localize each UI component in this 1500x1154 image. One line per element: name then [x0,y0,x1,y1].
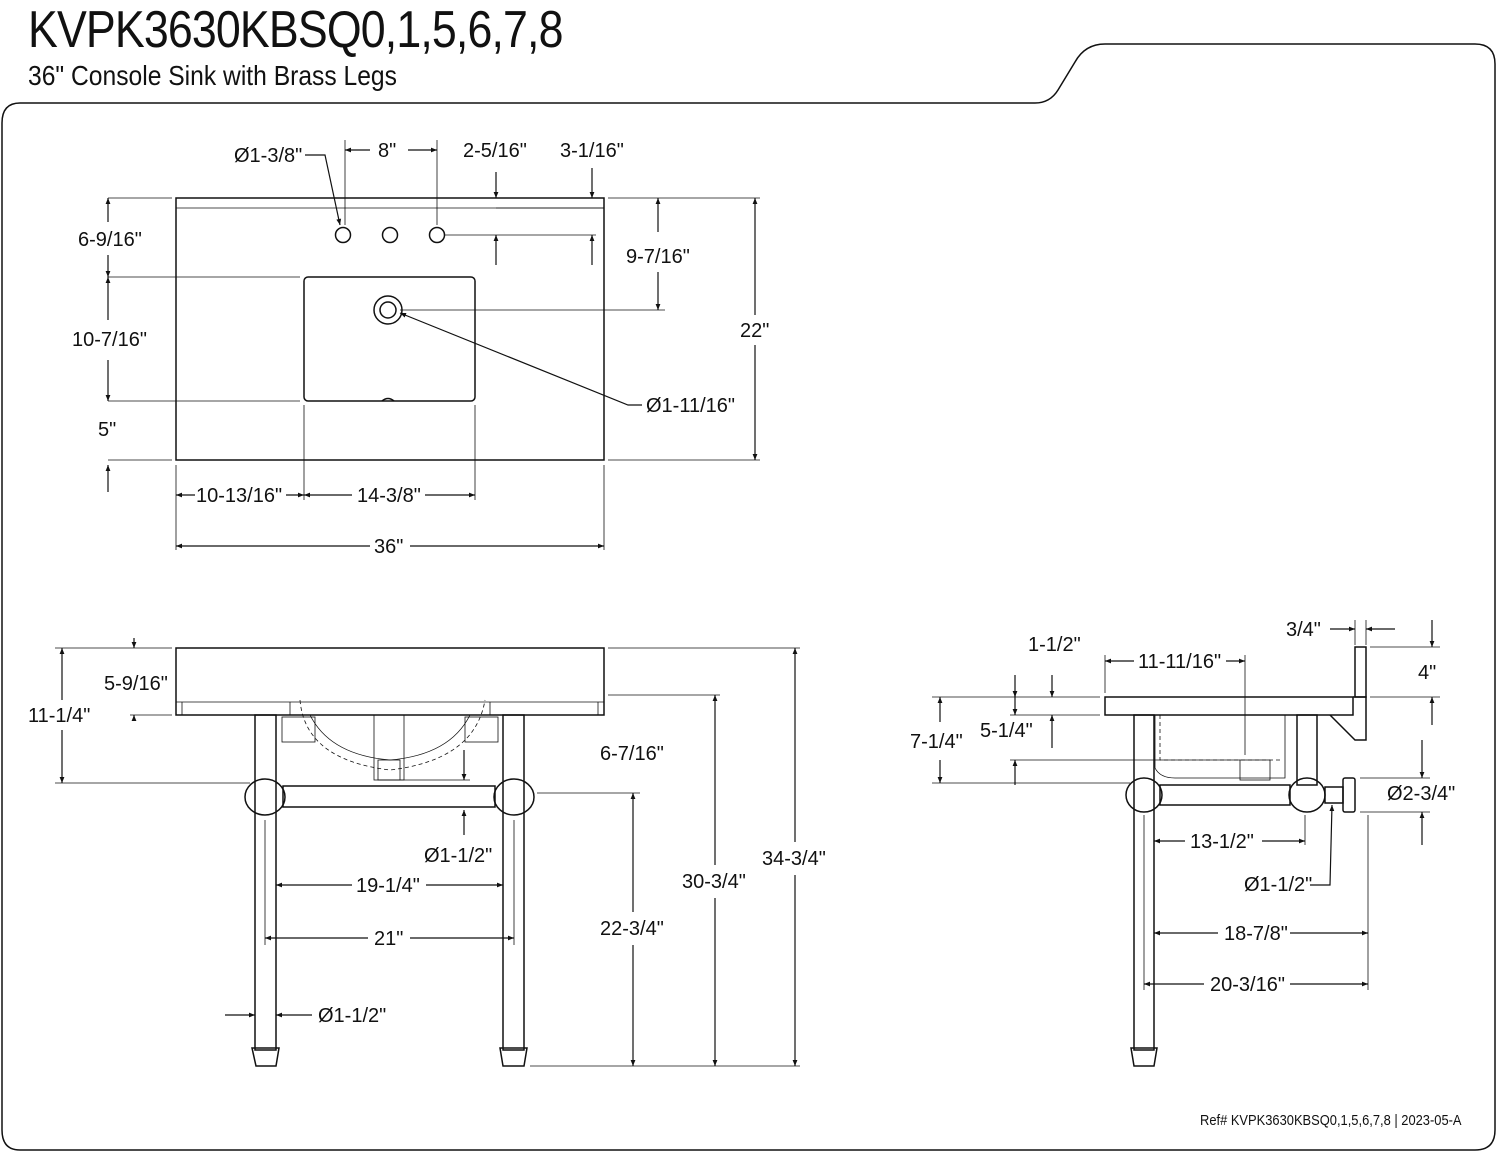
bracket-left [281,716,316,743]
wall-arm [1324,786,1344,804]
dim-overall-depth-side: 20-3/16" [1210,974,1285,996]
dim-backsplash-thickness: 3/4" [1286,619,1321,641]
front-crossbar [282,785,496,808]
dim-hole-diameter: Ø1-3/8" [234,145,302,167]
drain-outer [373,295,403,325]
dim-overall-depth: 22" [740,320,769,342]
faucet-hole-left [334,226,352,244]
dim-leg-outer-span: 21" [374,928,403,950]
counter-front [175,647,605,716]
product-title: KVPK3630KBSQ0,1,5,6,7,8 [28,1,563,59]
dim-counter-underside-height: 30-3/4" [682,871,746,893]
dim-drain-diameter: Ø1-11/16" [646,395,735,417]
dim-bar-length: 13-1/2" [1190,831,1254,853]
dim-bar-diameter-side: Ø1-1/2" [1244,874,1312,896]
side-crossbar [1159,784,1291,806]
dim-bowl-depth-from-back: 11-11/16" [1138,651,1221,673]
product-subtitle: 36" Console Sink with Brass Legs [28,60,397,91]
top-view: 8" Ø1-3/8" 2-5/16" 3-1/16" 6-9/16" 10-7/… [72,140,769,558]
dim-front-to-bowl: 5" [98,419,116,441]
dim-flange-diameter: Ø2-3/4" [1387,783,1455,805]
dim-back-to-holes: 2-5/16" [463,140,527,162]
bracket-right [464,716,499,743]
dim-left-to-bowl: 10-13/16" [196,485,282,507]
dim-back-to-drain: 9-7/16" [626,246,690,268]
front-leg-left [254,714,277,1051]
dim-back-to-bowl: 6-9/16" [78,229,142,251]
dim-overall-height: 34-3/4" [762,848,826,870]
side-view: 3/4" 1-1/2" 11-11/16" 4" 7-1/4" 5-1/4" Ø… [910,619,1455,1067]
dim-bar-height: 22-3/4" [600,918,664,940]
wall-flange [1342,777,1356,813]
counter-side [1104,696,1354,716]
faucet-hole-right [428,226,446,244]
counter-outline-top [175,197,605,461]
drain-pipe [373,714,405,781]
dim-drain-height: 7-1/4" [910,731,963,753]
drawing-frame [1,43,1496,1151]
dim-hole-spacing: 8" [378,140,396,162]
drain-side [1239,759,1271,781]
dim-backsplash-height: 4" [1418,662,1436,684]
dim-bowl-to-bar: 6-7/16" [600,743,664,765]
dim-bowl-depth: 10-7/16" [72,329,147,351]
reference-number: Ref# KVPK3630KBSQ0,1,5,6,7,8 | 2023-05-A [1200,1112,1462,1129]
dim-top-to-bar: 11-1/4" [28,705,90,727]
dim-bar-diameter: Ø1-1/2" [424,845,492,867]
backsplash-side [1354,646,1367,698]
dim-bowl-width: 14-3/8" [357,485,421,507]
dim-overall-width: 36" [374,536,403,558]
dim-leg-to-wall: 18-7/8" [1224,923,1288,945]
header: KVPK3630KBSQ0,1,5,6,7,8 36" Console Sink… [0,0,1500,100]
basin-hidden [299,699,486,771]
faucet-hole-center [381,226,399,244]
dim-side-to-hole: 3-1/16" [560,140,624,162]
side-leg-rear [1296,714,1318,786]
front-leg-right [502,714,525,1051]
bowl-side [1154,715,1286,779]
front-view: 11-1/4" 5-9/16" 6-7/16" Ø1-1/2" 19-1/4" … [28,638,826,1067]
dim-bowl-height: 5-1/4" [980,720,1033,742]
dim-counter-thickness: 5-9/16" [104,673,168,695]
bowl-outline-top [303,276,476,402]
dim-leg-inner-span: 19-1/4" [356,875,420,897]
dim-leg-diameter: Ø1-1/2" [318,1005,386,1027]
drain-inner [379,301,397,319]
dim-counter-top-thickness: 1-1/2" [1028,634,1081,656]
